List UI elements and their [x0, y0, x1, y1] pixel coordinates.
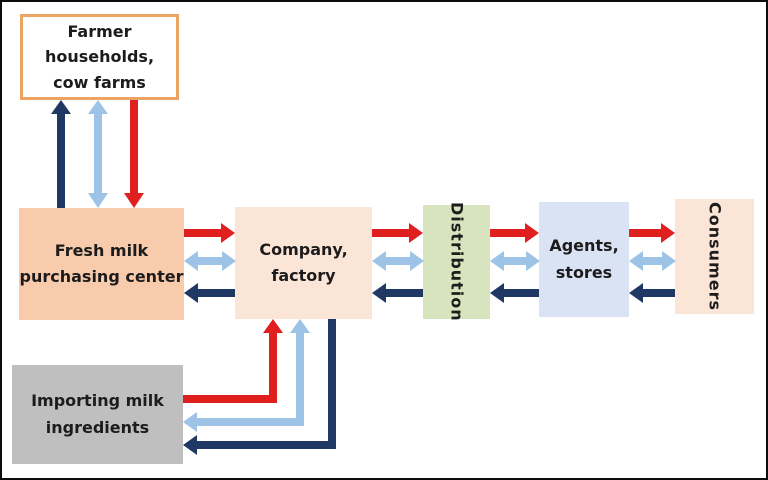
- arrow-shaft: [503, 289, 539, 297]
- arrowhead-left: [629, 251, 643, 271]
- arrowhead-up: [88, 100, 108, 114]
- node-agents-stores: Agents, stores: [539, 202, 629, 317]
- arrowhead-right: [222, 251, 236, 271]
- arrow-shaft-horizontal: [196, 418, 304, 426]
- arrow-shaft: [196, 257, 224, 265]
- arrow-shaft: [502, 257, 528, 265]
- arrow-shaft-horizontal: [196, 441, 336, 449]
- arrowhead-right: [410, 251, 424, 271]
- node-farmer-households: Farmer households, cow farms: [20, 14, 179, 100]
- node-fresh-milk-purchasing-center: Fresh milk purchasing center: [19, 208, 184, 320]
- arrow-shaft: [629, 229, 662, 237]
- node-agents-label: Agents, stores: [549, 236, 619, 282]
- arrowhead-left: [372, 283, 386, 303]
- node-distribution: Distribution: [423, 202, 490, 322]
- node-importing-milk-ingredients: Importing milk ingredients: [12, 365, 183, 464]
- arrow-shaft: [197, 289, 235, 297]
- arrow-shaft: [184, 229, 222, 237]
- arrowhead-up: [263, 319, 283, 333]
- arrow-shaft: [384, 257, 412, 265]
- node-importing-label: Importing milk ingredients: [31, 391, 164, 437]
- arrowhead-right: [661, 223, 675, 243]
- arrowhead-down: [88, 193, 108, 208]
- arrowhead-left: [490, 251, 504, 271]
- arrow-shaft: [94, 113, 102, 195]
- arrow-shaft: [490, 229, 526, 237]
- arrow-shaft-horizontal: [183, 395, 277, 403]
- arrow-shaft: [642, 289, 675, 297]
- node-distribution-label: Distribution: [447, 202, 467, 322]
- arrow-shaft-vertical: [296, 331, 304, 426]
- arrow-shaft: [130, 100, 138, 194]
- arrowhead-down: [124, 193, 144, 208]
- arrowhead-left: [184, 283, 198, 303]
- node-consumers: Consumers: [675, 199, 754, 314]
- node-purchasing-label: Fresh milk purchasing center: [19, 240, 184, 286]
- arrow-shaft: [372, 229, 410, 237]
- node-company-label: Company, factory: [259, 239, 348, 285]
- arrow-shaft: [641, 257, 665, 265]
- arrowhead-right: [221, 223, 235, 243]
- node-consumers-label: Consumers: [705, 202, 725, 311]
- arrowhead-right: [526, 251, 540, 271]
- node-company-factory: Company, factory: [235, 207, 372, 319]
- arrow-shaft: [57, 113, 65, 208]
- arrow-shaft: [385, 289, 423, 297]
- node-farmer-label: Farmer households, cow farms: [44, 21, 155, 92]
- arrowhead-left: [184, 251, 198, 271]
- arrowhead-right: [409, 223, 423, 243]
- arrow-shaft-vertical: [328, 319, 336, 449]
- arrowhead-left: [629, 283, 643, 303]
- arrowhead-left: [183, 435, 197, 455]
- arrowhead-left: [372, 251, 386, 271]
- arrowhead-left: [490, 283, 504, 303]
- arrowhead-right: [525, 223, 539, 243]
- arrowhead-right: [662, 251, 676, 271]
- arrowhead-up: [290, 319, 310, 333]
- arrowhead-up: [51, 100, 71, 114]
- arrow-shaft-vertical: [269, 331, 277, 403]
- arrowhead-left: [183, 412, 197, 432]
